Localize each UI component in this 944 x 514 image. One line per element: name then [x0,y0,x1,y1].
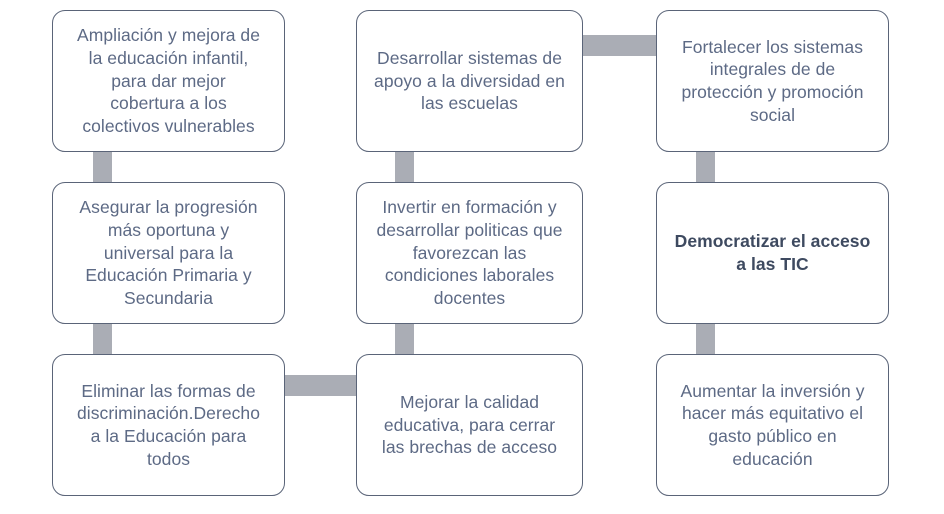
connector-column1-row1-row2 [93,150,112,184]
connector-row1-column2-column3 [581,35,658,56]
node-box-mejorar-calidad-educativa[interactable]: Mejorar la calidad educativa, para cerra… [356,354,583,496]
node-box-aumentar-inversion-gasto-publico[interactable]: Aumentar la inversión y hacer más equita… [656,354,889,496]
node-label: Fortalecer los sistemas integrales de de… [681,36,864,125]
node-label: Desarrollar sistemas de apoyo a la diver… [374,47,565,114]
node-label: Asegurar la progresión más oportuna y un… [79,197,258,309]
node-box-democratizar-acceso-tic[interactable]: Democratizar el acceso a las TIC [656,182,889,324]
node-box-eliminar-discriminacion[interactable]: Eliminar las formas de discriminación.De… [52,354,285,496]
connector-row3-column1-column2 [283,375,358,396]
node-label: Democratizar el acceso a las TIC [674,231,871,274]
connector-column3-row1-row2 [696,150,715,184]
node-label: Aumentar la inversión y hacer más equita… [680,380,865,469]
connector-column2-row2-row3 [395,322,414,356]
connector-column3-row2-row3 [696,322,715,356]
node-label: Mejorar la calidad educativa, para cerra… [381,391,558,458]
node-label: Invertir en formación y desarrollar poli… [376,197,563,309]
node-box-sistemas-apoyo-diversidad[interactable]: Desarrollar sistemas de apoyo a la diver… [356,10,583,152]
node-box-sistemas-proteccion-promocion-social[interactable]: Fortalecer los sistemas integrales de de… [656,10,889,152]
node-box-ampliacion-educacion-infantil[interactable]: Ampliación y mejora de la educación infa… [52,10,285,152]
node-box-progresion-primaria-secundaria[interactable]: Asegurar la progresión más oportuna y un… [52,182,285,324]
connector-column1-row2-row3 [93,322,112,356]
connector-column2-row1-row2 [395,150,414,184]
node-label: Ampliación y mejora de la educación infa… [77,25,260,137]
node-label: Eliminar las formas de discriminación.De… [77,380,260,469]
node-box-formacion-condiciones-docentes[interactable]: Invertir en formación y desarrollar poli… [356,182,583,324]
